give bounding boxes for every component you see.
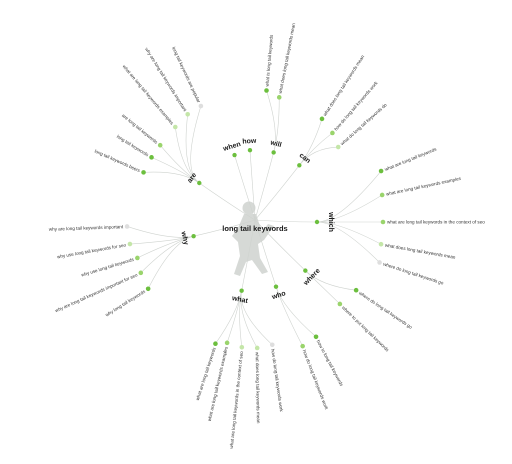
branch-label-when[interactable]: when xyxy=(222,141,242,153)
branch-node-where[interactable] xyxy=(303,268,308,273)
leaf-node[interactable] xyxy=(319,116,325,122)
branch-label-can[interactable]: can xyxy=(298,152,312,165)
branch-node-why[interactable] xyxy=(191,233,196,239)
center-figure xyxy=(232,201,274,276)
leaf-label[interactable]: what does long tail keywords mean xyxy=(278,22,297,94)
edge-who xyxy=(254,219,277,287)
leaf-node[interactable] xyxy=(379,192,385,198)
edge-leaf xyxy=(316,221,380,263)
leaf-label[interactable]: how to long tail keywords xyxy=(316,339,345,387)
leaf-node[interactable] xyxy=(276,95,282,100)
edge-when xyxy=(234,154,256,221)
leaf-node[interactable] xyxy=(378,241,384,247)
branch-node-who[interactable] xyxy=(273,284,279,289)
edge-are xyxy=(199,182,256,221)
leaf-label[interactable]: what does long tail keywords mean xyxy=(385,243,457,260)
leaf-node[interactable] xyxy=(330,130,335,136)
edge-leaf xyxy=(316,221,382,245)
leaf-label[interactable]: why use long tail keywords for seo xyxy=(57,242,127,259)
leaf-node[interactable] xyxy=(157,142,163,148)
branch-label-who[interactable]: who xyxy=(270,290,286,301)
edge-leaf xyxy=(190,105,202,184)
leaf-node[interactable] xyxy=(254,345,260,351)
edges-layer xyxy=(126,90,383,349)
edge-leaf xyxy=(275,286,303,347)
edge-which xyxy=(254,219,318,223)
leaf-label[interactable]: why use long tail keywords xyxy=(81,257,135,278)
leaf-node[interactable] xyxy=(264,88,269,93)
leaf-label[interactable]: what are long tail keywords in the conte… xyxy=(229,351,244,449)
branch-label-which[interactable]: which xyxy=(327,211,334,232)
edge-can xyxy=(254,165,300,221)
branch-node-which[interactable] xyxy=(314,219,320,225)
leaf-node[interactable] xyxy=(335,144,341,150)
leaf-node[interactable] xyxy=(300,343,305,349)
leaf-node[interactable] xyxy=(198,103,204,109)
edge-leaf xyxy=(316,194,383,223)
edge-will xyxy=(254,152,274,221)
edge-leaf xyxy=(143,171,200,184)
leaf-node[interactable] xyxy=(141,170,146,175)
leaf-node[interactable] xyxy=(127,241,133,247)
leaf-node[interactable] xyxy=(172,124,178,130)
edge-leaf xyxy=(273,97,280,153)
branch-node-when[interactable] xyxy=(232,152,237,158)
edge-leaf xyxy=(299,146,339,166)
leaf-label[interactable]: why are long tail keywords important for… xyxy=(54,272,138,313)
edge-leaf xyxy=(305,270,341,305)
leaf-label[interactable]: what is long tail keywords xyxy=(264,34,274,87)
branch-node-what[interactable] xyxy=(239,288,244,293)
leaf-label[interactable]: what are long tail keywords examples xyxy=(386,176,462,197)
edge-leaf xyxy=(147,235,194,289)
branch-node-are[interactable] xyxy=(197,180,202,186)
leaf-label[interactable]: how do long tail keywords work xyxy=(270,348,284,412)
leaf-label[interactable]: why are long tail keywords important xyxy=(49,224,124,232)
branch-label-are[interactable]: are xyxy=(186,172,198,185)
edge-where xyxy=(254,219,306,271)
edge-leaf xyxy=(215,290,242,344)
leaf-node[interactable] xyxy=(378,168,384,174)
leaf-label[interactable]: where do long tail keywords go xyxy=(383,261,445,285)
leaf-label[interactable]: what does long tail keywords mean xyxy=(322,54,365,117)
branch-label-how[interactable]: how xyxy=(242,138,257,146)
branch-node-can[interactable] xyxy=(297,163,302,168)
leaf-node[interactable] xyxy=(313,334,319,340)
leaf-node[interactable] xyxy=(145,286,151,292)
edge-how xyxy=(249,150,256,221)
branch-node-will[interactable] xyxy=(271,150,276,155)
leaf-node[interactable] xyxy=(337,301,343,307)
leaf-label[interactable]: long tail keywords beers xyxy=(94,149,142,174)
leaf-node[interactable] xyxy=(380,219,386,225)
leaf-label[interactable]: long tail keywords xyxy=(116,134,150,158)
leaf-label[interactable]: where to put long tail keywords xyxy=(341,305,390,353)
leaf-node[interactable] xyxy=(353,287,359,293)
leaf-label[interactable]: what does long tail keywords mean xyxy=(255,352,261,424)
edge-leaf xyxy=(316,170,382,223)
leaf-node[interactable] xyxy=(213,341,218,347)
leaf-node[interactable] xyxy=(124,224,130,229)
leaf-node[interactable] xyxy=(185,111,191,117)
leaf-node[interactable] xyxy=(135,255,140,261)
leaf-label[interactable]: what are long tail keywords in the conte… xyxy=(387,220,485,225)
leaf-label[interactable]: what do long tail keywords do xyxy=(340,102,388,146)
branch-node-how[interactable] xyxy=(247,147,253,153)
leaf-label[interactable]: what are long tail keywords xyxy=(384,146,438,172)
leaf-node[interactable] xyxy=(149,155,154,160)
leaf-node[interactable] xyxy=(377,260,382,265)
leaf-node[interactable] xyxy=(224,340,230,346)
leaf-node[interactable] xyxy=(269,342,275,348)
leaf-label[interactable]: why long tail keywords xyxy=(104,288,146,317)
branch-label-what[interactable]: what xyxy=(230,295,249,305)
center-keyword: long tail keywords xyxy=(222,224,287,233)
leaf-node[interactable] xyxy=(239,345,245,350)
branch-label-why[interactable]: why xyxy=(179,230,189,246)
leaf-label[interactable]: where do long tail keywords go xyxy=(358,290,413,330)
edge-why xyxy=(193,219,256,237)
branch-label-will[interactable]: will xyxy=(269,139,283,149)
edge-what xyxy=(241,219,256,291)
leaf-node[interactable] xyxy=(138,270,144,276)
